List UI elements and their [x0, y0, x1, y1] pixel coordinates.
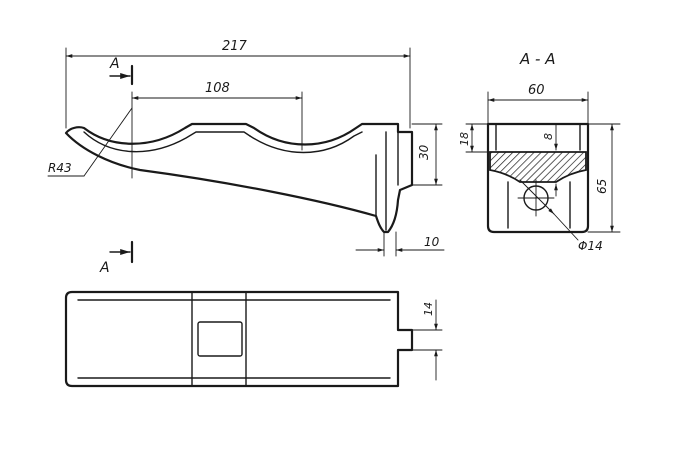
dim-10: 10: [424, 235, 440, 249]
plan-view: 14: [64, 290, 443, 388]
radius-leader: [83, 107, 133, 177]
section-cavity: [507, 181, 571, 229]
section-outline: [486, 122, 590, 234]
dim-108: 108: [205, 81, 230, 96]
dim-radius: R43: [48, 161, 72, 175]
section-marker-bottom: A: [99, 260, 110, 276]
front-view: 217 108 A R43 30 10 A: [47, 39, 445, 276]
section-title: A - A: [519, 50, 555, 68]
dim-hole: Φ14: [578, 239, 603, 253]
section-lip: [495, 123, 581, 151]
plan-outline: [64, 290, 414, 388]
dim-30: 30: [417, 144, 431, 160]
dim-18: 18: [458, 132, 471, 146]
dim-8: 8: [542, 133, 555, 140]
section-view: A - A Φ14 60 18 8 65: [458, 50, 621, 253]
plan-window: [197, 321, 243, 357]
section-hatched-rib: [489, 151, 587, 183]
dim-217: 217: [222, 39, 248, 54]
section-marker-top: A: [109, 56, 120, 72]
dim-60: 60: [528, 83, 545, 98]
dim-65: 65: [595, 179, 609, 194]
dim-14: 14: [422, 302, 435, 316]
saddle-inner-line-2: [249, 131, 363, 154]
bracket-outline: [64, 122, 414, 234]
saddle-inner-line: [83, 131, 251, 153]
